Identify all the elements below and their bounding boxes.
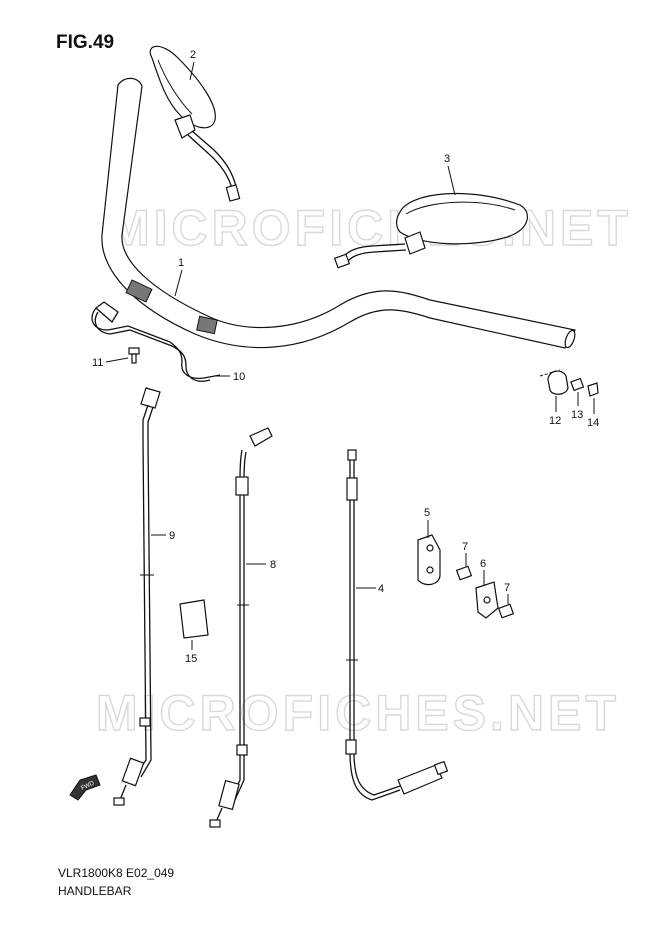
callout-10: 10 xyxy=(233,371,245,383)
throttle-cable-8 xyxy=(209,427,273,828)
callout-7-lower: 7 xyxy=(504,582,510,594)
callout-1: 1 xyxy=(178,257,184,269)
label-15 xyxy=(179,599,209,639)
forward-arrow-icon: FWD xyxy=(69,774,101,801)
callout-15: 15 xyxy=(185,653,197,665)
diagram-code: VLR1800K8 E02_049 xyxy=(58,866,175,880)
callout-9: 9 xyxy=(169,530,175,542)
throttle-cable-9 xyxy=(113,387,161,806)
bolt-11 xyxy=(128,347,140,364)
bolt-7-upper xyxy=(455,565,473,581)
callout-2: 2 xyxy=(190,49,196,61)
bar-end-parts xyxy=(539,369,599,397)
callout-8: 8 xyxy=(270,559,276,571)
mirror-left xyxy=(149,45,241,202)
section-name: HANDLEBAR xyxy=(58,884,132,898)
handlebar-band-right xyxy=(196,315,218,335)
leader-lines xyxy=(105,61,595,650)
watermark-top: MICROFICHES.NET xyxy=(108,200,632,256)
callout-3: 3 xyxy=(444,153,450,165)
bolt-7-lower xyxy=(497,603,515,619)
clutch-cable-4 xyxy=(345,449,449,801)
callout-6: 6 xyxy=(480,558,486,570)
wire-clamp xyxy=(91,307,221,382)
handlebar-band-left xyxy=(125,279,153,303)
callout-12: 12 xyxy=(549,415,561,427)
fwd-label: FWD xyxy=(80,780,96,791)
figure-title: FIG.49 xyxy=(56,32,115,53)
callout-14: 14 xyxy=(587,417,599,429)
watermark-bottom: MICROFICHES.NET xyxy=(96,685,620,741)
clamp-6 xyxy=(475,581,499,619)
callout-4: 4 xyxy=(378,583,384,595)
callout-7-upper: 7 xyxy=(462,541,468,553)
callout-13: 13 xyxy=(571,409,583,421)
bracket-5 xyxy=(417,534,441,586)
handlebar xyxy=(101,77,576,349)
callout-5: 5 xyxy=(424,507,430,519)
callout-11: 11 xyxy=(92,357,103,369)
